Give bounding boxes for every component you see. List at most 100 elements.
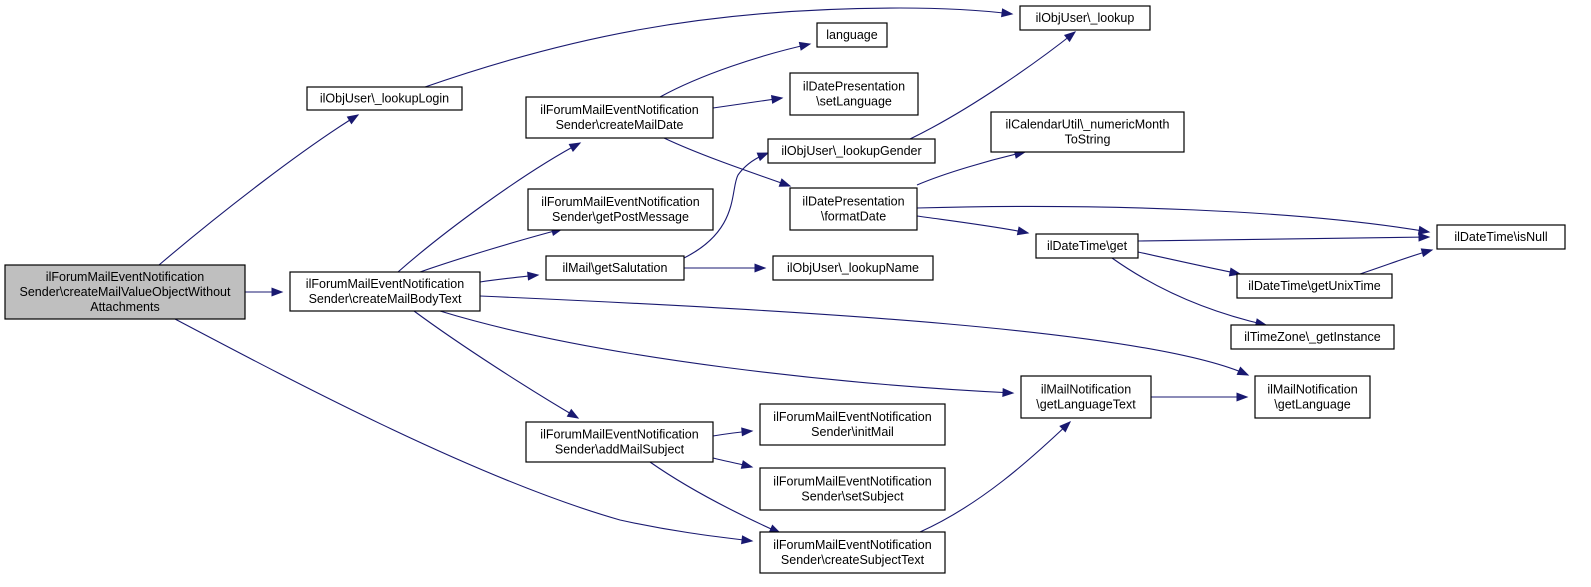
node-getPostMessage[interactable]: ilForumMailEventNotificationSender\getPo…	[527, 188, 714, 231]
arrowhead-icon	[1016, 226, 1030, 236]
node-box	[527, 188, 714, 231]
edge-line	[397, 142, 581, 273]
edge-createMailBodyText-to-getLanguage	[479, 295, 1250, 376]
node-lookupName[interactable]: ilObjUser\_lookupName	[772, 255, 934, 281]
node-label: ilDatePresentation	[803, 80, 905, 94]
node-label: \formatDate	[821, 210, 886, 224]
node-addMailSubject[interactable]: ilForumMailEventNotificationSender\addMa…	[525, 421, 714, 463]
node-label: ilObjUser\_lookupGender	[781, 144, 921, 158]
edge-line	[916, 151, 1026, 186]
node-language[interactable]: language	[816, 22, 888, 48]
edge-line	[479, 295, 1249, 376]
node-label: ilTimeZone\_getInstance	[1244, 330, 1380, 344]
node-root[interactable]: ilForumMailEventNotificationSender\creat…	[4, 264, 246, 320]
arrowhead-icon	[1420, 248, 1434, 258]
edge-line	[1359, 249, 1433, 275]
nodes-layer: ilForumMailEventNotificationSender\creat…	[4, 5, 1566, 574]
node-box	[789, 72, 919, 116]
node-box	[816, 22, 888, 48]
node-box	[1230, 324, 1395, 350]
node-label: Sender\createMailValueObjectWithout	[20, 285, 232, 299]
edge-formatDate-to-isNull	[916, 205, 1431, 235]
node-label: Sender\createMailBodyText	[309, 292, 462, 306]
edge-createMailDate-to-setLanguage	[712, 94, 784, 109]
node-label: ilDatePresentation	[802, 195, 904, 209]
edge-line	[1111, 257, 1267, 326]
node-box	[1436, 224, 1566, 250]
node-label: ilObjUser\_lookupLogin	[320, 92, 449, 106]
node-setSubject[interactable]: ilForumMailEventNotificationSender\setSu…	[759, 467, 946, 511]
arrowhead-icon	[1002, 387, 1015, 397]
node-box	[789, 187, 918, 231]
node-label: ilForumMailEventNotification	[541, 195, 699, 209]
node-box	[306, 86, 463, 111]
edge-createMailBodyText-to-getLanguageText	[439, 310, 1015, 397]
edge-line	[916, 205, 1430, 233]
node-label: ilForumMailEventNotification	[773, 475, 931, 489]
arrowhead-icon	[740, 460, 754, 469]
edges-layer	[158, 7, 1434, 545]
node-lookup[interactable]: ilObjUser\_lookup	[1019, 5, 1151, 31]
node-getLanguageText[interactable]: ilMailNotification\getLanguageText	[1020, 375, 1152, 419]
node-label: ilMailNotification	[1267, 383, 1357, 397]
node-box	[289, 271, 481, 312]
node-box	[525, 96, 714, 139]
arrowhead-icon	[346, 114, 360, 125]
node-getLanguage[interactable]: ilMailNotification\getLanguage	[1254, 375, 1371, 419]
node-getInstance[interactable]: ilTimeZone\_getInstance	[1230, 324, 1395, 350]
edge-getSalutation-to-lookupGender	[683, 152, 770, 259]
node-box	[1019, 5, 1151, 31]
arrowhead-icon	[1059, 421, 1072, 433]
edge-root-to-createMailBodyText	[245, 287, 284, 297]
node-label: Sender\createMailDate	[556, 118, 684, 132]
node-createMailDate[interactable]: ilForumMailEventNotificationSender\creat…	[525, 96, 714, 139]
node-lookupGender[interactable]: ilObjUser\_lookupGender	[767, 138, 936, 164]
node-lookupLogin[interactable]: ilObjUser\_lookupLogin	[306, 86, 463, 111]
edge-root-to-createSubjectText	[174, 318, 754, 545]
node-isNull[interactable]: ilDateTime\isNull	[1436, 224, 1566, 250]
arrowhead-icon	[741, 427, 754, 437]
arrowhead-icon	[1418, 232, 1431, 242]
edge-line	[413, 310, 579, 419]
node-label: ilDateTime\getUnixTime	[1248, 279, 1380, 293]
edge-line	[663, 137, 791, 187]
edge-line	[439, 310, 1014, 394]
node-box	[4, 264, 246, 320]
edge-addMailSubject-to-setSubject	[712, 457, 754, 469]
arrowhead-icon	[527, 271, 540, 281]
node-createSubjectText[interactable]: ilForumMailEventNotificationSender\creat…	[759, 531, 946, 574]
edge-root-to-lookupLogin	[158, 114, 360, 266]
node-setLanguage[interactable]: ilDatePresentation\setLanguage	[789, 72, 919, 116]
node-getUnixTime[interactable]: ilDateTime\getUnixTime	[1236, 273, 1393, 299]
edge-line	[916, 215, 1029, 234]
node-dtGet[interactable]: ilDateTime\get	[1035, 233, 1139, 259]
edge-lookupLogin-to-lookup	[424, 7, 1014, 88]
edge-dtGet-to-getUnixTime	[1137, 251, 1242, 277]
arrowhead-icon	[741, 535, 754, 545]
edge-line	[683, 152, 769, 259]
edge-line	[649, 461, 781, 534]
edge-getSalutation-to-lookupName	[684, 263, 767, 273]
arrowhead-icon	[566, 408, 580, 419]
arrowhead-icon	[798, 41, 812, 51]
node-box	[1254, 375, 1371, 419]
arrowhead-icon	[770, 94, 784, 104]
node-getSalutation[interactable]: ilMail\getSalutation	[545, 255, 685, 281]
edge-getLanguageText-to-getLanguage	[1151, 392, 1249, 402]
edge-line	[1137, 236, 1430, 242]
node-label: ilForumMailEventNotification	[540, 103, 698, 117]
node-label: \getLanguageText	[1036, 398, 1136, 412]
node-label: ilForumMailEventNotification	[773, 538, 931, 552]
node-initMail[interactable]: ilForumMailEventNotificationSender\initM…	[759, 403, 946, 446]
edge-line	[158, 114, 359, 266]
node-box	[1035, 233, 1139, 259]
node-createMailBodyText[interactable]: ilForumMailEventNotificationSender\creat…	[289, 271, 481, 312]
node-label: Sender\setSubject	[801, 490, 904, 504]
node-formatDate[interactable]: ilDatePresentation\formatDate	[789, 187, 918, 231]
edge-line	[919, 421, 1071, 533]
node-label: ilObjUser\_lookupName	[787, 261, 919, 275]
node-label: ilDateTime\isNull	[1454, 230, 1547, 244]
node-label: ilCalendarUtil\_numericMonth	[1006, 118, 1170, 132]
